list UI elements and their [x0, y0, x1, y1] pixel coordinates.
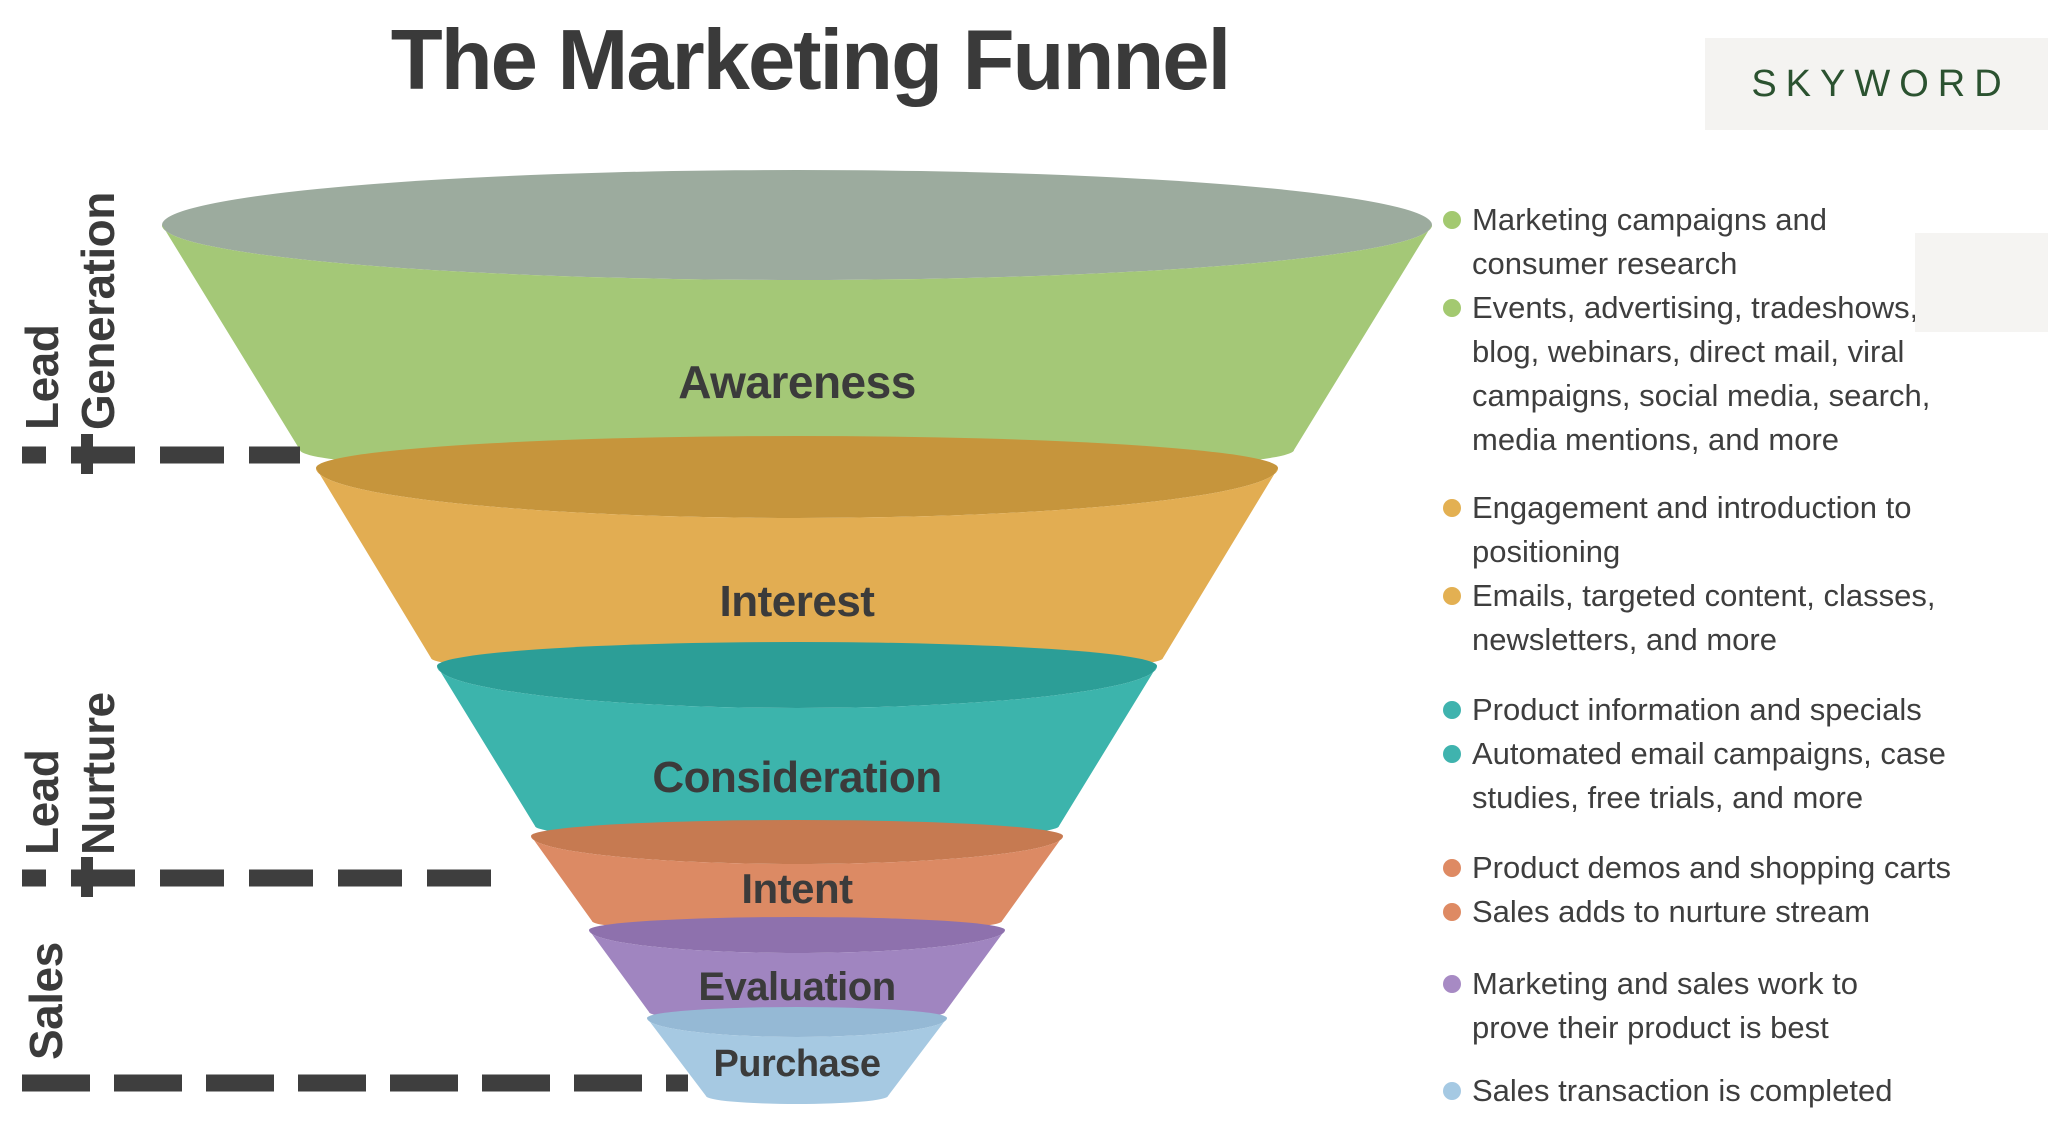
- funnel-stage-consideration: Consideration: [437, 642, 1157, 841]
- stage-lip: [437, 642, 1157, 708]
- text-mask-box: [1915, 233, 2048, 332]
- note-item: Automated email campaigns, case studies,…: [1443, 732, 2048, 820]
- stage-label: Purchase: [713, 1043, 880, 1085]
- phase-tick-1: [81, 434, 93, 474]
- page-title: The Marketing Funnel: [390, 13, 1231, 108]
- stage-label: Intent: [741, 865, 853, 912]
- phase-divider-lines: [22, 434, 688, 1092]
- bullet-dot: [1443, 499, 1461, 517]
- note-text: Product information and specials: [1472, 692, 1922, 727]
- funnel-stage-awareness: Awareness: [162, 170, 1432, 476]
- stage-body: [531, 836, 1063, 933]
- stage-body: [316, 468, 1278, 676]
- stage-label: Interest: [720, 577, 876, 626]
- phase-label-line: Lead: [16, 750, 68, 855]
- note-text: Sales adds to nurture stream: [1472, 894, 1871, 929]
- bullet-dot: [1443, 745, 1461, 763]
- stage-lip: [316, 436, 1278, 518]
- note-item: Sales adds to nurture stream: [1443, 890, 2048, 934]
- funnel-opening: [162, 170, 1432, 280]
- stage-label: Awareness: [678, 356, 916, 408]
- bullet-dot: [1443, 903, 1461, 921]
- bullet-dot: [1443, 975, 1461, 993]
- note-item: Marketing and sales work to prove their …: [1443, 962, 2048, 1050]
- bullet-dot: [1443, 211, 1461, 229]
- note-text: Marketing campaigns and consumer researc…: [1472, 202, 1827, 281]
- funnel-stage-evaluation: Evaluation: [589, 917, 1005, 1022]
- notes-interest: Engagement and introduction to positioni…: [1443, 486, 2048, 662]
- note-item: Events, advertising, tradeshows, blog, w…: [1443, 286, 2048, 462]
- notes-consideration: Product information and specials Automat…: [1443, 688, 2048, 820]
- funnel-stage-purchase: Purchase: [647, 1007, 947, 1104]
- bullet-dot: [1443, 587, 1461, 605]
- funnel-stage-intent: Intent: [531, 820, 1063, 933]
- notes-purchase: Sales transaction is completed: [1443, 1069, 2048, 1113]
- bullet-dot: [1443, 299, 1461, 317]
- phase-label-line: Generation: [72, 192, 124, 430]
- note-text: Product demos and shopping carts: [1472, 850, 1952, 885]
- funnel-stage-interest: Interest: [316, 436, 1278, 676]
- skyword-logo: SKYWORD: [1751, 62, 2011, 105]
- phase-sales: Sales: [20, 942, 72, 1060]
- notes-awareness: Marketing campaigns and consumer researc…: [1443, 198, 2048, 462]
- stage-lip: [647, 1007, 947, 1037]
- stage-body: [437, 666, 1157, 841]
- bullet-dot: [1443, 701, 1461, 719]
- note-item: Product demos and shopping carts: [1443, 846, 2048, 890]
- phase-tick-2: [81, 857, 93, 897]
- notes-intent: Product demos and shopping carts Sales a…: [1443, 846, 2048, 934]
- note-item: Engagement and introduction to positioni…: [1443, 486, 2048, 574]
- stage-body: [162, 225, 1432, 476]
- phase-lead-generation: Lead Generation: [16, 192, 124, 430]
- phase-label-line: Lead: [16, 325, 68, 430]
- note-text: Emails, targeted content, classes, newsl…: [1472, 578, 1936, 657]
- note-item: Emails, targeted content, classes, newsl…: [1443, 574, 2048, 662]
- skyword-logo-box: SKYWORD: [1705, 38, 2048, 130]
- stage-lip: [531, 820, 1063, 864]
- stage-label: Evaluation: [698, 965, 895, 1009]
- phase-lead-nurture: Lead Nurture: [16, 692, 124, 855]
- stage-body: [589, 930, 1005, 1022]
- note-item: Marketing campaigns and consumer researc…: [1443, 198, 2048, 286]
- stage-lip: [589, 917, 1005, 953]
- bullet-dot: [1443, 859, 1461, 877]
- stage-label: Consideration: [652, 753, 941, 802]
- note-text: Engagement and introduction to positioni…: [1472, 490, 1912, 569]
- note-text: Events, advertising, tradeshows, blog, w…: [1472, 290, 1931, 457]
- phase-label-line: Nurture: [72, 692, 124, 855]
- phase-label-line: Sales: [20, 942, 72, 1060]
- stage-body: [647, 1018, 947, 1104]
- bullet-dot: [1443, 1082, 1461, 1100]
- note-item: Sales transaction is completed: [1443, 1069, 2048, 1113]
- note-text: Sales transaction is completed: [1472, 1073, 1893, 1108]
- note-text: Automated email campaigns, case studies,…: [1472, 736, 1946, 815]
- note-item: Product information and specials: [1443, 688, 2048, 732]
- note-text: Marketing and sales work to prove their …: [1472, 966, 1858, 1045]
- notes-evaluation: Marketing and sales work to prove their …: [1443, 962, 2048, 1050]
